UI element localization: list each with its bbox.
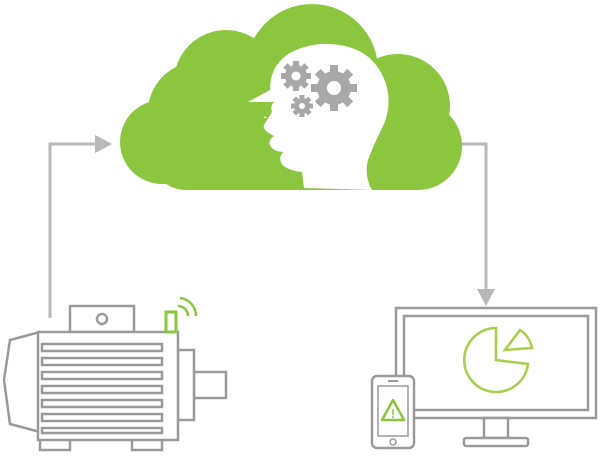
pie-chart-icon <box>463 326 534 394</box>
gear-icon <box>281 61 311 91</box>
head-profile-icon <box>248 43 389 191</box>
motor-to-cloud-arrowhead <box>95 135 112 153</box>
motor-end-cap <box>2 330 42 434</box>
electric-motor-icon <box>2 304 228 452</box>
warning-icon: ! <box>380 398 406 422</box>
cloud-to-devices-arrow <box>452 142 495 306</box>
wireless-sensor-icon <box>164 296 198 334</box>
motor-to-cloud-line <box>48 142 96 318</box>
phone-speaker <box>388 380 398 382</box>
cloud-to-devices-line <box>452 142 488 290</box>
monitor-icon <box>394 306 598 448</box>
monitor-stand <box>462 436 530 448</box>
pie-slice-main <box>463 326 530 394</box>
gear-icon <box>291 95 313 117</box>
smartphone-icon: ! <box>370 374 416 450</box>
motor-terminal-screw <box>95 312 109 326</box>
motor-to-cloud-arrow <box>48 135 112 318</box>
gear-icon <box>311 65 357 111</box>
warning-glyph: ! <box>391 407 395 421</box>
motor-collar <box>176 348 196 422</box>
cloud-to-devices-arrowhead <box>477 289 495 306</box>
monitor-neck <box>482 416 510 440</box>
motor-shaft <box>192 370 228 400</box>
phone-screen <box>377 385 409 437</box>
pie-slice-exploded <box>502 328 534 352</box>
phone-home-button <box>389 438 397 446</box>
